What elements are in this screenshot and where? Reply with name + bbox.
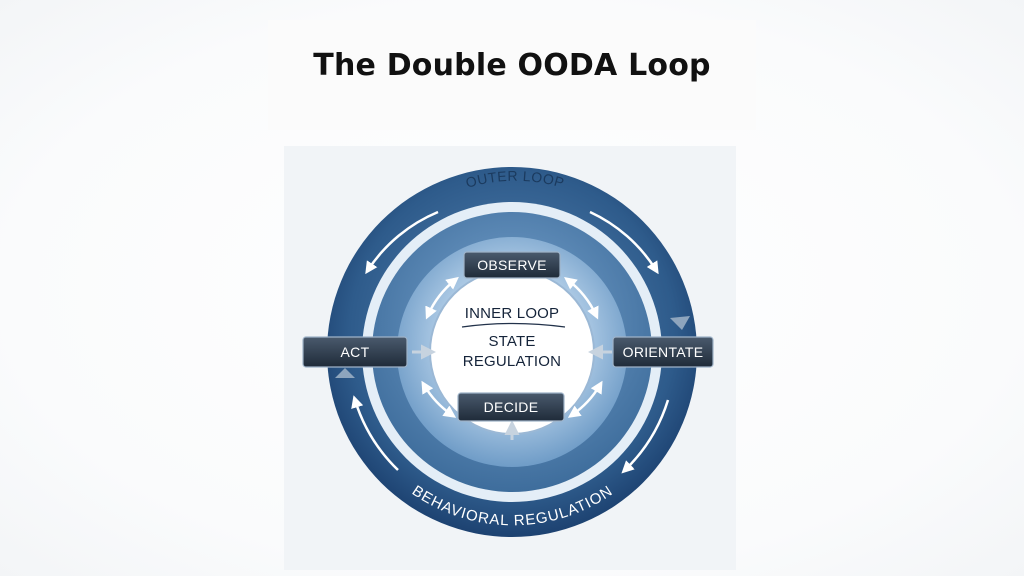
observe-node: OBSERVE [463,251,561,279]
decide-label: DECIDE [484,399,539,415]
outer-arrow-top-right [589,210,659,275]
act-node: ACT [302,336,408,368]
decide-node: DECIDE [457,392,565,422]
regulation-label: REGULATION [463,353,561,370]
title-panel [268,20,756,130]
inner-arrow-top-left [425,276,459,320]
outer-loop-label: OUTER LOOP [464,168,566,191]
inner-arrow-top-right [564,276,599,320]
outer-arrow-bottom-left [351,395,399,471]
orientate-down-arrow [670,316,690,330]
page-title: The Double OODA Loop [313,48,711,83]
center-divider [461,322,566,328]
outer-arrow-bottom-right [621,399,670,474]
orientate-label: ORIENTATE [623,344,704,360]
orientate-node: ORIENTATE [612,336,714,368]
inner-arrow-bottom-right [567,380,603,418]
inner-loop-label: INNER LOOP [465,305,560,322]
outer-arrow-top-left [365,210,439,275]
act-label: ACT [341,344,370,360]
observe-label: OBSERVE [477,257,547,273]
act-up-arrow [335,368,355,378]
state-label: STATE [488,333,535,350]
inner-arrow-bottom-left [421,380,457,418]
